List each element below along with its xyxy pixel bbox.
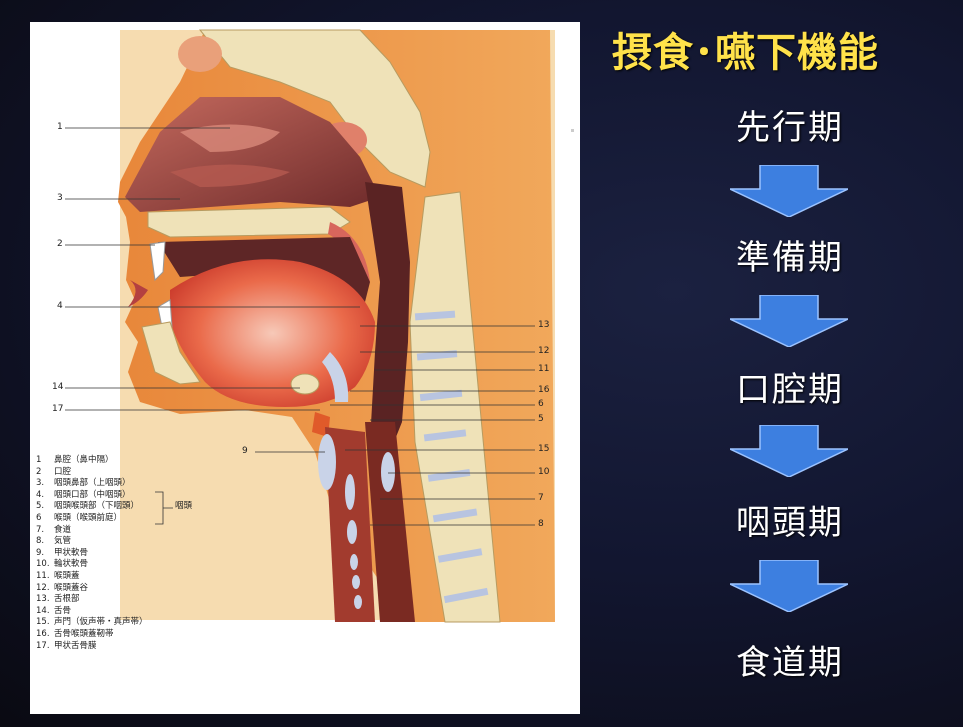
- slide-title: 摂食･嚥下機能: [612, 20, 957, 78]
- legend-item: 16.舌骨喉頭蓋靭帯: [36, 629, 256, 641]
- legend-item: 14.舌骨: [36, 606, 256, 618]
- thyroid-cartilage: [318, 434, 336, 490]
- legend-item: 4.咽頭口部（中咽頭）: [36, 490, 256, 502]
- callout-12: 12: [538, 346, 549, 356]
- legend-group-bracket: [153, 490, 177, 526]
- legend-item: 13.舌根部: [36, 594, 256, 606]
- stage-esophageal: 食道期: [690, 635, 890, 684]
- callout-14: 14: [52, 382, 63, 392]
- callout-2: 2: [57, 239, 63, 249]
- legend-item: 17.甲状舌骨膜: [36, 641, 256, 653]
- stage-preparatory: 準備期: [690, 230, 890, 279]
- anatomy-panel: 1 3 2 4 14 17 9 13 12 11 16 6 5 15 10 7 …: [30, 22, 580, 714]
- legend-item: 15.声門（仮声帯・真声帯）: [36, 617, 256, 629]
- legend-item: 7.食道: [36, 525, 256, 537]
- legend-item: 5.咽頭喉頭部（下咽頭）: [36, 501, 256, 513]
- callout-8: 8: [538, 519, 544, 529]
- callout-17: 17: [52, 404, 63, 414]
- cricoid-cartilage: [381, 452, 395, 492]
- hyoid-bone: [291, 374, 319, 394]
- callout-15: 15: [538, 444, 549, 454]
- callout-16: 16: [538, 385, 549, 395]
- frontal-sinus: [178, 36, 222, 72]
- stage-pharyngeal: 咽頭期: [690, 495, 890, 544]
- legend-item: 8.気管: [36, 536, 256, 548]
- stage-anticipatory: 先行期: [690, 100, 890, 149]
- down-arrow-icon: [730, 295, 848, 347]
- callout-4: 4: [57, 301, 63, 311]
- legend-item: 12.喉頭蓋谷: [36, 583, 256, 595]
- callout-10: 10: [538, 467, 549, 477]
- callout-13: 13: [538, 320, 549, 330]
- legend-item: 11.喉頭蓋: [36, 571, 256, 583]
- callout-3: 3: [57, 193, 63, 203]
- legend-item: 10.輪状軟骨: [36, 559, 256, 571]
- down-arrow-icon: [730, 425, 848, 477]
- stray-dot: [571, 129, 574, 132]
- legend-item: 3.咽頭鼻部（上咽頭）: [36, 478, 256, 490]
- callout-11: 11: [538, 364, 549, 374]
- down-arrow-icon: [730, 165, 848, 217]
- callout-7: 7: [538, 493, 544, 503]
- callout-6: 6: [538, 399, 544, 409]
- stage-oral: 口腔期: [690, 362, 890, 411]
- callout-1: 1: [57, 122, 63, 132]
- hard-palate: [148, 207, 350, 237]
- callout-5: 5: [538, 414, 544, 424]
- down-arrow-icon: [730, 560, 848, 612]
- legend-item: 9.甲状軟骨: [36, 548, 256, 560]
- legend-group-label: 咽頭: [175, 499, 192, 511]
